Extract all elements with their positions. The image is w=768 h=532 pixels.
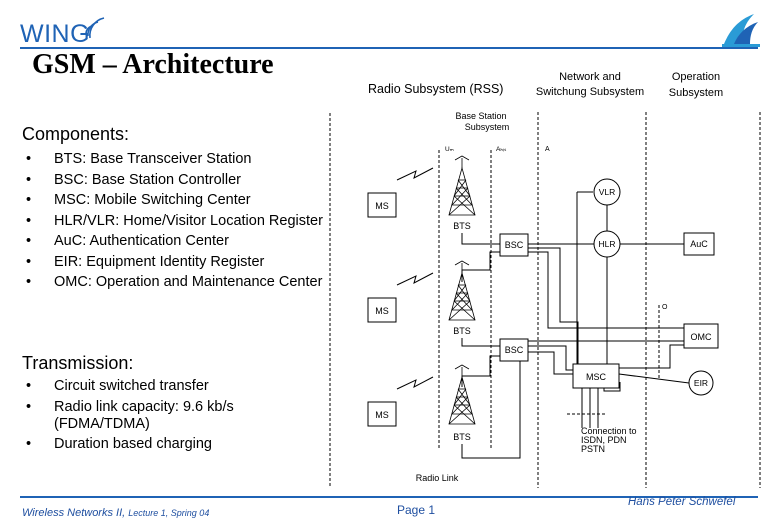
bsc-label-1: BSC (505, 240, 524, 250)
connection-text-line2: ISDN, PDN (581, 435, 627, 445)
bts-tower-icon (448, 155, 476, 216)
a-interface-label: A (545, 146, 550, 153)
ms-label-2: MS (375, 306, 389, 316)
university-wave-logo-icon (722, 14, 760, 47)
footer-author: Hans Peter Schwefel (628, 496, 736, 508)
transmission-heading: Transmission: (22, 353, 134, 373)
bts-label-1: BTS (453, 221, 471, 231)
list-item: Duration based charging (22, 436, 354, 453)
bss-header-line1: Base Station (455, 111, 506, 121)
ms-label-1: MS (375, 201, 389, 211)
auc-box (683, 232, 715, 256)
bsc-box-2 (499, 338, 529, 362)
list-item: BSC: Base Station Controller (22, 172, 354, 189)
bts-label-2: BTS (453, 326, 471, 336)
vlr-label: VLR (599, 187, 616, 197)
bss-header-line2: Subsystem (465, 122, 510, 132)
abis-interface-label: Aₕᵢₛ (496, 146, 507, 153)
list-item: EIR: Equipment Identity Register (22, 254, 354, 271)
bts-tower-icon (448, 260, 476, 321)
omc-label: OMC (691, 332, 712, 342)
o-interface-label: O (662, 304, 668, 311)
oss-header-line2: Subsystem (669, 87, 723, 99)
wing-logo: WING (20, 17, 120, 54)
nss-header-line1: Network and (559, 71, 621, 83)
hlr-circle (593, 230, 621, 258)
ms-box-2 (367, 297, 397, 323)
list-item: AuC: Authentication Center (22, 233, 354, 250)
hlr-label: HLR (598, 239, 615, 249)
list-item: HLR/VLR: Home/Visitor Location Register (22, 213, 354, 230)
connection-text-line3: PSTN (581, 444, 605, 454)
transmission-list: Circuit switched transfer Radio link cap… (22, 378, 354, 457)
components-heading: Components: (22, 124, 130, 144)
footer-page-number: Page 1 (397, 503, 436, 517)
connection-lines (461, 191, 690, 459)
radio-link-label: Radio Link (416, 473, 459, 483)
eir-label: EIR (694, 378, 708, 388)
subsystem-boundaries (329, 112, 761, 488)
connection-text-line1: Connection to (581, 426, 637, 436)
rss-header: Radio Subsystem (RSS) (368, 82, 503, 96)
ms-box-1 (367, 192, 397, 218)
ms-box-3 (367, 401, 397, 427)
msc-box (572, 363, 620, 389)
wing-logo-word: WING (20, 20, 91, 48)
bsc-box-1 (499, 233, 529, 257)
list-item: Circuit switched transfer (22, 378, 354, 395)
list-item: BTS: Base Transceiver Station (22, 151, 354, 168)
wifi-waves-icon (85, 17, 105, 39)
bts-tower-icon (448, 364, 476, 425)
slide-title: GSM – Architecture (32, 49, 274, 80)
oss-header-line1: Operation (672, 71, 720, 83)
um-interface-label: Uₘ (445, 146, 454, 153)
list-item: OMC: Operation and Maintenance Center (22, 274, 354, 291)
footer-rule (20, 496, 758, 498)
list-item: Radio link capacity: 9.6 kb/s (FDMA/TDMA… (22, 399, 284, 433)
msc-label: MSC (586, 372, 607, 382)
bsc-label-2: BSC (505, 345, 524, 355)
header-rule (20, 47, 758, 49)
omc-box (683, 323, 719, 349)
components-list: BTS: Base Transceiver Station BSC: Base … (22, 151, 354, 295)
bts-label-3: BTS (453, 432, 471, 442)
list-item: MSC: Mobile Switching Center (22, 192, 354, 209)
auc-label: AuC (690, 239, 708, 249)
ms-label-3: MS (375, 410, 389, 420)
vlr-circle (593, 178, 621, 206)
radio-link-zigzags (396, 167, 434, 390)
nss-header-line2: Switchung Subsystem (536, 86, 644, 98)
footer-course: Wireless Networks II, Lecture 1, Spring … (22, 507, 210, 519)
eir-circle (688, 370, 714, 396)
